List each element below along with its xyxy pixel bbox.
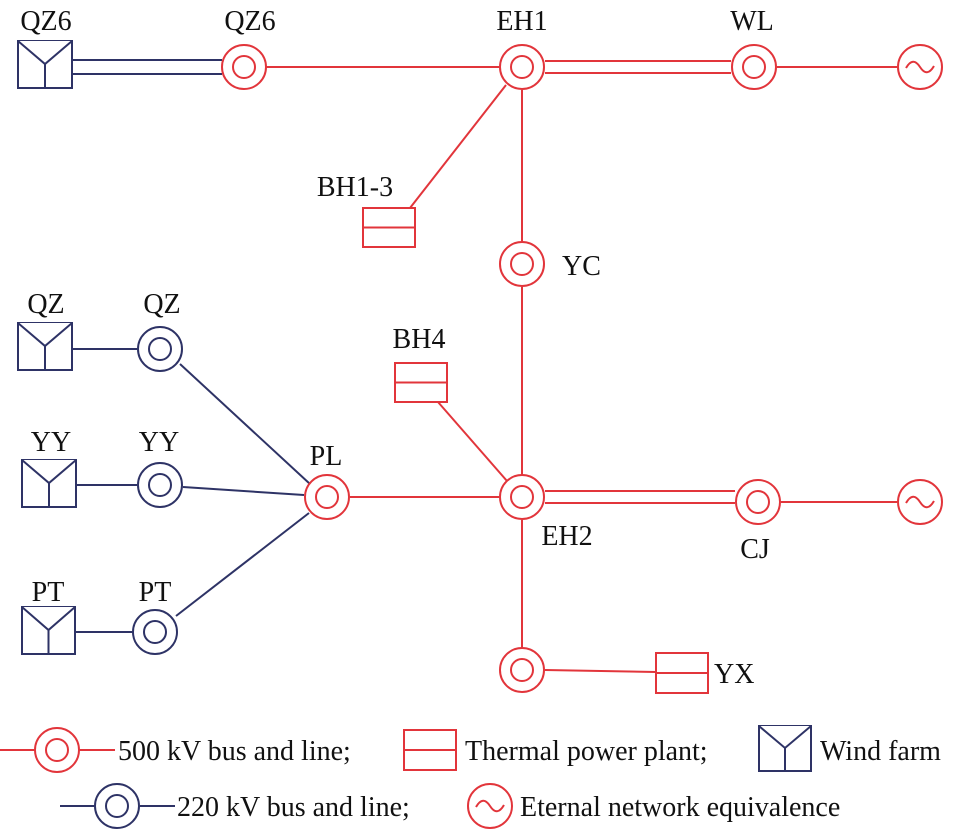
label-qz6-bus: QZ6: [224, 6, 275, 37]
thermal-plant-yx-icon: [655, 652, 709, 694]
wind-farm-qz6-icon: [17, 40, 73, 89]
bus-pl: [304, 474, 350, 520]
legend-thermal-text: Thermal power plant;: [465, 736, 708, 767]
label-qz-wind: QZ: [27, 289, 64, 320]
label-yx: YX: [714, 659, 754, 690]
bus-eh1: [499, 44, 545, 90]
bus-yc: [499, 241, 545, 287]
line-eh1-bh13: [409, 84, 507, 209]
legend-thermal-icon: [403, 729, 457, 771]
label-wl: WL: [730, 6, 774, 37]
label-yc: YC: [562, 251, 601, 282]
label-bh4: BH4: [393, 324, 446, 355]
label-pt-wind: PT: [32, 577, 65, 608]
bus-eh2: [499, 474, 545, 520]
label-bh13: BH1-3: [317, 172, 393, 203]
ext-network-cj-icon: [897, 479, 943, 525]
line-pt-pl: [175, 512, 310, 617]
legend-500kv-text: 500 kV bus and line;: [118, 736, 351, 767]
legend-wind-text: Wind farm: [820, 736, 941, 767]
legend-500-bus-icon: [34, 727, 80, 773]
label-eh1: EH1: [496, 6, 547, 37]
bus-qz-220: [137, 326, 183, 372]
thermal-plant-bh4-icon: [394, 362, 448, 403]
bus-yx: [499, 647, 545, 693]
wind-farm-yy-icon: [21, 459, 77, 508]
bus-cj: [735, 479, 781, 525]
line-yy-pl: [182, 486, 305, 496]
bus-pt-220: [132, 609, 178, 655]
legend-220-bus-icon: [94, 783, 140, 829]
ext-network-wl-icon: [897, 44, 943, 90]
label-cj: CJ: [740, 534, 770, 565]
label-qz-bus: QZ: [143, 289, 180, 320]
line-bh4-eh2: [437, 401, 508, 482]
legend-220kv-text: 220 kV bus and line;: [177, 792, 410, 823]
label-yy-wind: YY: [31, 427, 71, 458]
bus-qz6-500: [221, 44, 267, 90]
label-eh2: EH2: [541, 521, 592, 552]
thermal-plant-bh13-icon: [362, 207, 416, 248]
wind-farm-qz-icon: [17, 322, 73, 371]
label-pt-bus: PT: [139, 577, 172, 608]
label-yy-bus: YY: [139, 427, 179, 458]
bus-yy-220: [137, 462, 183, 508]
legend-equiv-icon: [467, 783, 513, 829]
wind-farm-pt-icon: [21, 606, 76, 655]
label-qz6-wind: QZ6: [20, 6, 71, 37]
legend-equiv-text: Eternal network equivalence: [520, 792, 840, 823]
line-yxbus-yx: [544, 669, 657, 673]
bus-wl: [731, 44, 777, 90]
line-qz-pl: [179, 363, 311, 485]
label-pl: PL: [310, 441, 343, 472]
legend-wind-icon: [758, 725, 812, 772]
